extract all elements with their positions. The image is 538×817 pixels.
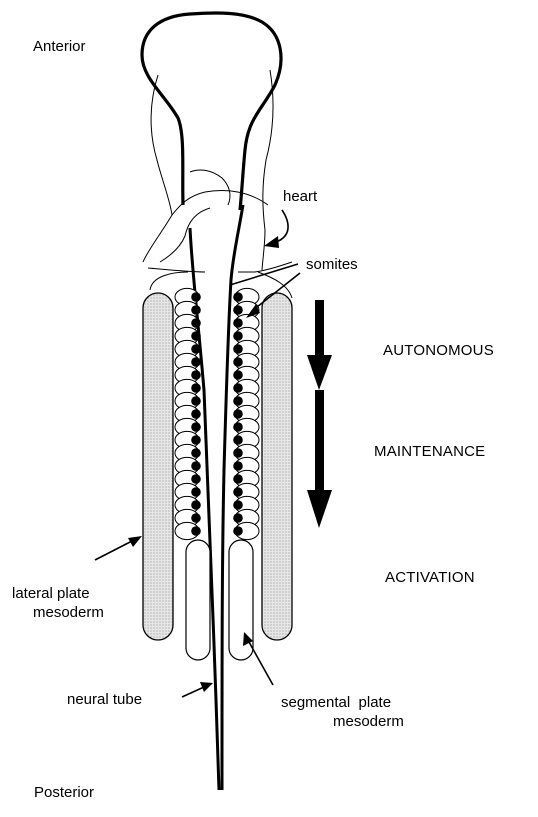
somite-crescent-right xyxy=(233,292,243,302)
lateral-plate-pointer xyxy=(95,536,142,560)
somite-crescent-right xyxy=(233,461,243,471)
somite-crescent-left xyxy=(191,435,201,445)
segmental-plate-label-line2: mesoderm xyxy=(333,713,404,731)
lateral-plate-left xyxy=(143,293,173,640)
somite-crescent-right xyxy=(233,383,243,393)
somite-crescent-right xyxy=(233,331,243,341)
somite-crescent-right xyxy=(233,318,243,328)
somite-crescent-right xyxy=(233,435,243,445)
anterior-label: Anterior xyxy=(33,38,86,56)
somite-crescent-left xyxy=(191,383,201,393)
somite-crescent-left xyxy=(191,500,201,510)
somite-crescent-right xyxy=(233,422,243,432)
somite-crescent-left xyxy=(191,526,201,536)
neural-tube-label: neural tube xyxy=(67,691,142,709)
autonomous-arrow xyxy=(307,300,332,390)
somite-crescent-left xyxy=(191,422,201,432)
somite-crescent-left xyxy=(191,487,201,497)
somite-crescent-left xyxy=(191,331,201,341)
somite-crescent-left xyxy=(191,474,201,484)
somite-crescent-right xyxy=(233,500,243,510)
somite-crescent-right xyxy=(233,305,243,315)
embryo-thin-outline xyxy=(143,70,292,298)
segmental-plate-left xyxy=(186,540,210,660)
somite-crescent-right xyxy=(233,513,243,523)
somite-crescent-left xyxy=(191,461,201,471)
somite-crescent-left xyxy=(191,370,201,380)
somite-crescent-left xyxy=(191,344,201,354)
somite-crescent-right xyxy=(233,396,243,406)
heart-pointer xyxy=(264,210,288,248)
heart-label: heart xyxy=(283,188,317,206)
somite-crescent-right xyxy=(233,357,243,367)
lateral-plate-label-line2: mesoderm xyxy=(33,604,104,622)
autonomous-label: AUTONOMOUS xyxy=(383,342,494,360)
somite-crescent-right xyxy=(233,448,243,458)
somite-crescent-left xyxy=(191,513,201,523)
somites-label: somites xyxy=(306,256,358,274)
lateral-plate-label-line1: lateral plate xyxy=(12,585,90,603)
somite-crescent-left xyxy=(191,448,201,458)
segmental-plate-label-line1: segmental plate xyxy=(281,694,391,712)
somite-crescent-right xyxy=(233,474,243,484)
somite-crescent-left xyxy=(191,292,201,302)
somite-crescent-left xyxy=(191,305,201,315)
somite-crescent-left xyxy=(191,409,201,419)
maintenance-label: MAINTENANCE xyxy=(374,443,485,461)
somite-crescent-right xyxy=(233,487,243,497)
maintenance-arrow xyxy=(307,390,332,528)
posterior-label: Posterior xyxy=(34,784,94,802)
somite-crescent-right xyxy=(233,409,243,419)
somite-crescent-right xyxy=(233,344,243,354)
somite-crescent-right xyxy=(233,526,243,536)
activation-label: ACTIVATION xyxy=(385,569,475,587)
neural-tube-pointer xyxy=(182,682,213,697)
somite-crescent-right xyxy=(233,370,243,380)
somite-crescent-left xyxy=(191,396,201,406)
lateral-plate-right xyxy=(262,293,292,640)
somite-crescent-left xyxy=(191,318,201,328)
somite-crescent-left xyxy=(191,357,201,367)
somite-columns xyxy=(175,288,259,539)
